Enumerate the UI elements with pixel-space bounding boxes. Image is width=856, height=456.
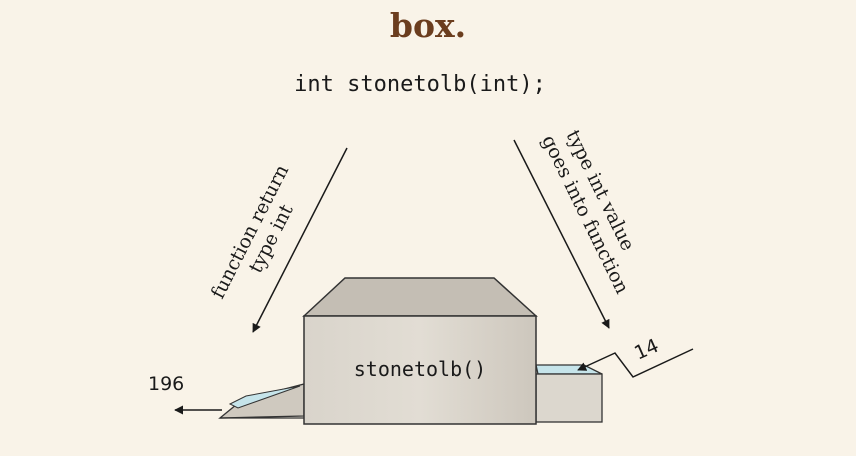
input-type-caption: type int value goes into function	[537, 127, 639, 298]
input-hopper	[535, 364, 603, 423]
input-value-group: 14	[631, 335, 662, 365]
function-prototype: int stonetolb(int);	[294, 72, 546, 97]
input-type-arrow	[513, 139, 610, 329]
return-type-arrow	[252, 147, 348, 333]
input-value: 14	[631, 335, 662, 365]
input-pointer	[577, 348, 694, 378]
output-chute	[218, 383, 305, 419]
function-box-label: stonetolb()	[354, 357, 486, 381]
return-type-caption: function return type int	[207, 161, 298, 302]
heading: box.	[389, 6, 467, 45]
output-value: 196	[148, 373, 184, 395]
function-box: stonetolb()	[302, 277, 538, 425]
